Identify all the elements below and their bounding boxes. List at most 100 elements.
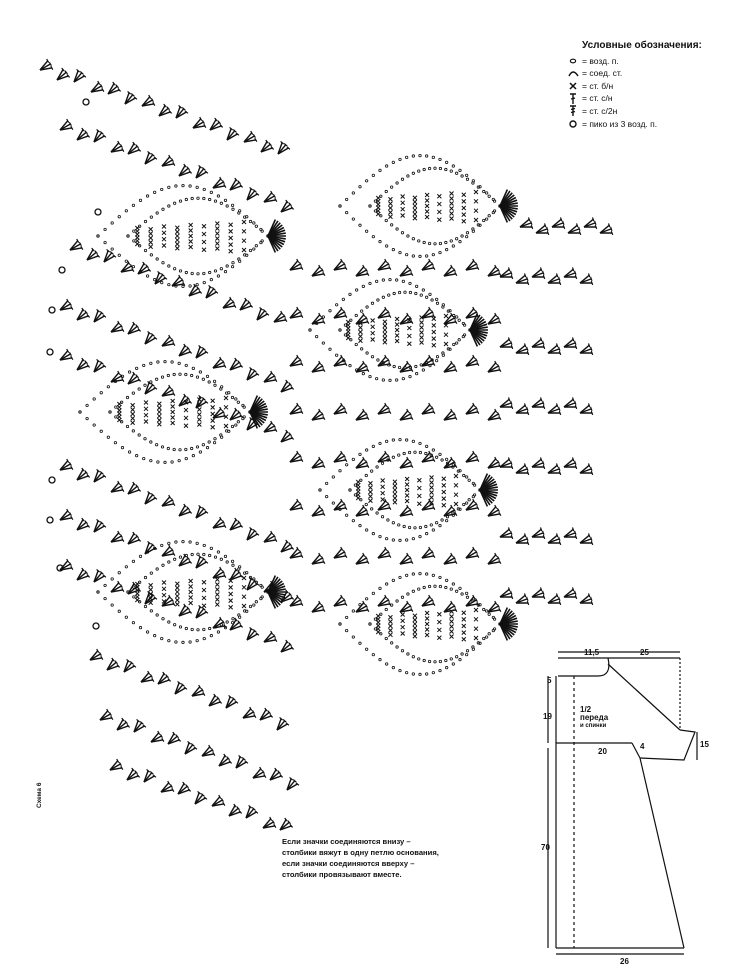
single-crochet-mark — [406, 333, 412, 339]
frond-stroke — [93, 475, 105, 483]
shell-stitch — [487, 312, 502, 325]
shell-stitch — [126, 767, 141, 781]
single-crochet-mark — [449, 206, 454, 211]
frond-stroke — [195, 611, 207, 619]
chain-dot — [126, 234, 130, 238]
shell-stitch — [161, 494, 176, 507]
frond-bar — [428, 354, 432, 359]
frond-bar — [204, 170, 209, 174]
chain-dot — [465, 653, 469, 657]
frond-bar — [239, 623, 244, 628]
chain-dot — [419, 363, 423, 367]
frond-bar — [322, 607, 326, 612]
chain-dot — [213, 437, 217, 441]
chain-dot — [408, 374, 412, 379]
single-crochet-mark — [424, 621, 430, 627]
frond-stroke — [377, 459, 390, 463]
single-crochet-mark — [392, 499, 398, 505]
frond-bar — [193, 746, 198, 750]
frond-stroke — [311, 273, 324, 277]
single-crochet-mark — [380, 497, 386, 502]
chain-dot — [143, 383, 147, 387]
chain-dot — [196, 196, 200, 200]
frond-bar — [290, 205, 295, 210]
single-crochet-mark — [174, 245, 180, 251]
shell-stitch — [487, 552, 502, 565]
chain-dot — [444, 658, 448, 663]
frond-bar — [219, 566, 223, 571]
chain-dot — [411, 589, 415, 593]
single-crochet-mark — [196, 422, 202, 427]
chain-dot — [386, 458, 390, 462]
frond-bar — [526, 406, 529, 411]
chain-dot — [174, 184, 178, 188]
frond-bar — [289, 823, 294, 828]
frond-bar — [474, 549, 478, 555]
single-crochet-mark — [449, 624, 454, 629]
chain-dot — [391, 160, 395, 164]
frond-stroke — [289, 459, 302, 463]
frond-stroke — [551, 226, 565, 228]
shell-stitch — [563, 457, 578, 470]
legend-item-label: = пико из 3 возд. п. — [582, 118, 658, 129]
frond-stroke — [531, 346, 545, 348]
frond-stroke — [515, 282, 529, 284]
frond-stroke — [563, 466, 577, 468]
shell-stitch — [583, 217, 598, 230]
shell-stitch — [333, 498, 348, 511]
frond-bar — [496, 411, 500, 417]
shell-stitch — [195, 394, 209, 409]
shell-stitch — [246, 526, 260, 541]
frond-stroke — [212, 365, 225, 369]
frond-bar — [272, 423, 276, 429]
frond-bar — [81, 567, 85, 572]
chain-dot — [166, 446, 170, 451]
shell-stitch — [465, 402, 480, 415]
frond-bar — [384, 594, 388, 599]
chain-dot — [386, 518, 390, 522]
frond-bar — [344, 457, 348, 462]
shell-stitch — [229, 177, 244, 191]
chain-dot — [190, 373, 194, 378]
frond-bar — [237, 360, 241, 365]
single-crochet-mark — [419, 325, 424, 330]
frond-bar — [452, 459, 456, 465]
chain-dot — [223, 198, 228, 202]
shell-stitch — [311, 408, 326, 421]
frond-bar — [237, 570, 241, 575]
frond-stroke — [273, 319, 286, 323]
frond-bar — [284, 817, 288, 822]
frond-bar — [96, 648, 100, 653]
chain-dot — [451, 662, 455, 666]
shell-stitch — [443, 264, 458, 277]
frond-stroke — [178, 611, 191, 617]
chain-dot — [422, 240, 426, 245]
legend-item-picot: = пико из 3 возд. п. — [568, 118, 728, 131]
frond-bar — [102, 364, 107, 368]
frond-bar — [270, 145, 275, 150]
frond-bar — [132, 531, 136, 536]
chain-dot — [170, 360, 174, 364]
frond-bar — [526, 346, 529, 351]
chain-dot — [431, 528, 435, 532]
frond-stroke — [90, 89, 103, 93]
shell-stitch — [333, 354, 348, 367]
chain-dot — [384, 189, 388, 194]
shell-stitch — [499, 457, 514, 470]
chain-dot — [230, 559, 235, 563]
frond-bar — [452, 507, 456, 513]
frond-stroke — [355, 561, 368, 565]
chain-dot — [161, 617, 165, 621]
chain-dot — [465, 591, 469, 595]
frond-bar — [454, 511, 458, 516]
legend-item-label: = соед. ст. — [582, 68, 623, 79]
shell-stitch — [531, 337, 546, 350]
frond-stroke — [178, 401, 191, 407]
frond-stroke — [106, 665, 119, 671]
chain-dot — [173, 623, 177, 627]
frond-bar — [147, 380, 152, 385]
single-crochet-mark — [392, 487, 398, 493]
chain-dot — [348, 488, 352, 492]
chain-dot — [395, 181, 399, 185]
chain-dot — [325, 481, 329, 486]
